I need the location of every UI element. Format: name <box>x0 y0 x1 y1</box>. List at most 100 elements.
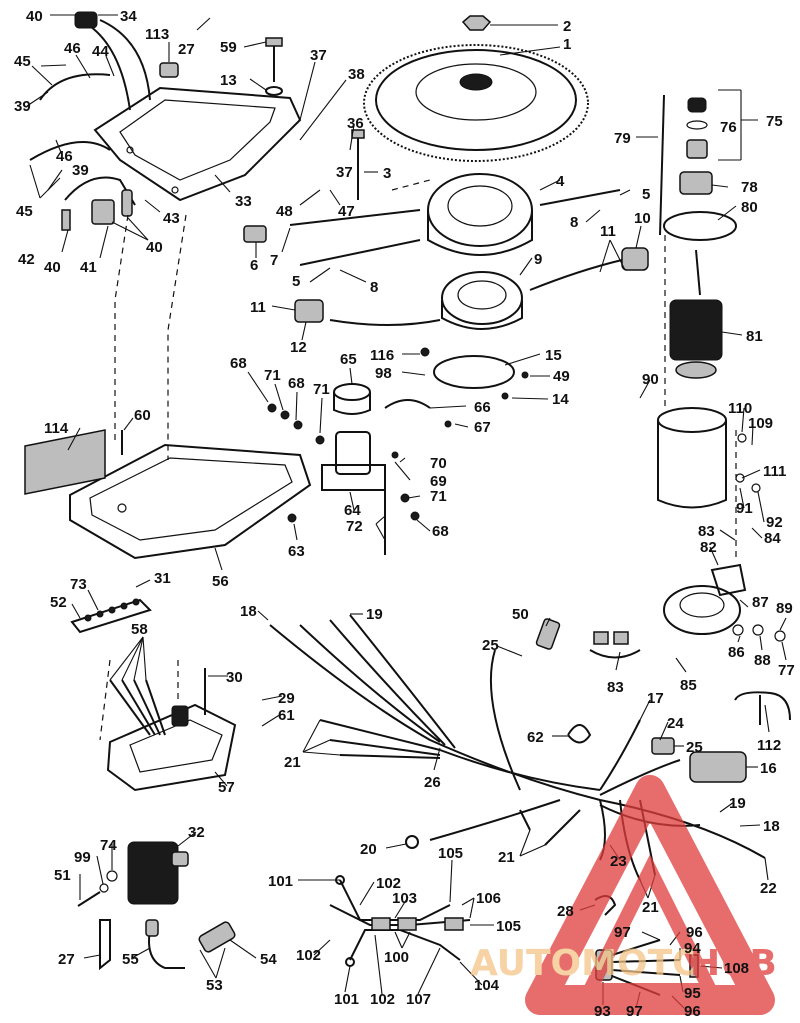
callout: 82 <box>700 539 717 556</box>
washer-13 <box>265 86 283 96</box>
ignition-coil <box>127 841 189 905</box>
callout: 72 <box>346 518 363 535</box>
connector-10 <box>621 247 649 271</box>
callout: 9 <box>534 251 542 268</box>
callout: 27 <box>178 41 195 58</box>
flywheel <box>363 44 589 162</box>
callout: 37 <box>336 164 353 181</box>
callout: 44 <box>92 43 109 60</box>
callout: 31 <box>154 570 171 587</box>
alignment-lines <box>99 179 737 741</box>
callout: 87 <box>752 594 769 611</box>
spark-plug-caps <box>61 189 133 231</box>
callout: 16 <box>760 760 777 777</box>
callout: 86 <box>728 644 745 661</box>
callout: 10 <box>634 210 651 227</box>
callout: 83 <box>698 523 715 540</box>
callout: 105 <box>438 845 463 862</box>
callout: 110 <box>728 400 752 417</box>
leads-stator <box>289 189 621 266</box>
callout: 22 <box>760 880 777 897</box>
callout: 65 <box>340 351 357 368</box>
clip-27 <box>99 919 111 971</box>
callout: 26 <box>424 774 441 791</box>
callout: 105 <box>496 918 521 935</box>
callout: 55 <box>122 951 139 968</box>
callout: 39 <box>14 98 31 115</box>
callout: 90 <box>642 371 659 388</box>
callout: 108 <box>724 960 749 977</box>
electrical-bracket <box>69 443 312 560</box>
callout: 104 <box>474 977 500 994</box>
through-bolt-79 <box>659 94 665 236</box>
screw-3-head <box>351 129 365 139</box>
callout: 62 <box>527 729 544 746</box>
callout: 21 <box>284 754 301 771</box>
callout: 53 <box>206 977 223 994</box>
callout: 83 <box>607 679 624 696</box>
watermark-text-hub: HUB <box>690 943 777 984</box>
callout: 75 <box>766 113 783 130</box>
callout: 5 <box>292 273 300 290</box>
callout: 58 <box>131 621 148 638</box>
callout: 96 <box>686 924 703 941</box>
terminal-block <box>70 598 152 634</box>
callout: 77 <box>778 662 795 679</box>
callout: 64 <box>344 502 361 519</box>
watermark-text-automoto: AUTOMOTO <box>470 943 703 984</box>
callout: 20 <box>360 841 377 858</box>
callout: 46 <box>64 40 81 57</box>
callout: 68 <box>230 355 247 372</box>
callout: 60 <box>134 407 151 424</box>
callout: 40 <box>44 259 61 276</box>
callout: 13 <box>220 72 237 89</box>
callout: 1 <box>563 36 571 53</box>
callout: 45 <box>16 203 33 220</box>
bracket-112 <box>734 691 791 725</box>
starter-frame <box>657 407 727 509</box>
callout: 80 <box>741 199 758 216</box>
connector-12 <box>294 299 324 323</box>
callout: 71 <box>430 488 447 505</box>
connector-16 <box>689 751 747 783</box>
callout: 113 <box>145 26 169 43</box>
starter-drive-assembly <box>663 97 737 241</box>
callout: 56 <box>212 573 229 590</box>
leads-timer <box>329 259 623 326</box>
callout: 15 <box>545 347 562 364</box>
callout: 11 <box>250 299 266 316</box>
boot-55 <box>145 919 159 937</box>
solenoid <box>321 383 431 491</box>
callout: 85 <box>680 677 697 694</box>
callout: 43 <box>163 210 180 227</box>
callout: 111 <box>763 463 786 480</box>
callout: 24 <box>667 715 684 732</box>
power-pack-leads <box>109 679 166 736</box>
screw-51 <box>77 891 101 907</box>
connector-24 <box>651 737 675 755</box>
armature <box>669 249 723 379</box>
callout: 112 <box>757 737 781 754</box>
callout: 88 <box>754 652 771 669</box>
switch-50 <box>535 618 561 650</box>
callout: 51 <box>54 867 71 884</box>
callout: 57 <box>218 779 235 796</box>
callout: 21 <box>642 899 659 916</box>
callout: 27 <box>58 951 75 968</box>
callout: 97 <box>614 924 631 941</box>
callout: 18 <box>763 818 780 835</box>
callout: 96 <box>684 1003 701 1020</box>
clamp-62 <box>567 724 592 744</box>
callout: 6 <box>250 257 258 274</box>
callout: 66 <box>474 399 491 416</box>
callout: 41 <box>80 259 97 276</box>
callout: 11 <box>600 223 616 240</box>
callout: 97 <box>626 1003 643 1020</box>
nut-113 <box>159 62 179 78</box>
callout: 70 <box>430 455 447 472</box>
callout: 40 <box>26 8 43 25</box>
solenoid-hardware <box>267 347 529 555</box>
callout: 3 <box>383 165 391 182</box>
callout: 107 <box>406 991 431 1008</box>
callout: 38 <box>348 66 365 83</box>
